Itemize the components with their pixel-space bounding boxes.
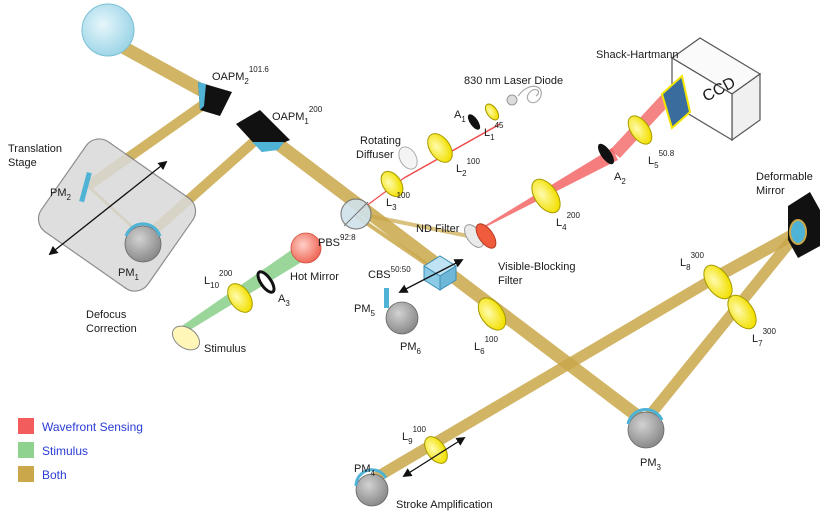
pm2-mirror-icon: [79, 171, 92, 203]
a3-aperture-icon: [256, 270, 276, 294]
legend-swatch-wavefront: [18, 418, 34, 434]
label-filter: Filter: [498, 275, 523, 287]
label-translation: Translation: [8, 143, 62, 155]
label-diffuser: Diffuser: [356, 149, 394, 161]
cbs-translation-arrow: [398, 259, 464, 293]
label-a1: A1: [454, 109, 466, 124]
label-l5: L550.8: [648, 149, 675, 170]
pm6-mirror-icon: [385, 301, 419, 335]
translation-arrow: [48, 160, 168, 256]
legend: Wavefront Sensing Stimulus Both: [18, 418, 143, 482]
pm4-mirror-icon: [355, 473, 389, 507]
deformable-mirror-icon: [788, 192, 820, 258]
oapm2-mirror-icon: [198, 82, 232, 116]
label-laser-diode: 830 nm Laser Diode: [464, 75, 563, 87]
legend-label-both: Both: [42, 468, 67, 482]
label-a2: A2: [614, 171, 626, 186]
label-a3: A3: [278, 293, 290, 308]
label-l3: L3100: [386, 191, 410, 212]
label-stage: Stage: [8, 157, 37, 169]
shack-hartmann-camera: [660, 37, 762, 142]
rotating-diffuser-icon: [398, 146, 418, 170]
label-defocus: Defocus: [86, 309, 127, 321]
label-stimulus: Stimulus: [204, 343, 247, 355]
lenslet-array-icon: [660, 74, 692, 130]
visible-blocking-filter-icon: [475, 223, 497, 249]
label-stroke-amplification: Stroke Amplification: [396, 499, 493, 511]
label-l7: L7300: [752, 327, 776, 348]
label-l6: L6100: [474, 335, 498, 356]
l2-lens-icon: [427, 133, 453, 163]
label-mirror: Mirror: [756, 185, 785, 197]
legend-label-wavefront: Wavefront Sensing: [42, 420, 143, 434]
label-pbs: PBS92:8: [318, 233, 356, 249]
label-pm4: PM4: [354, 463, 376, 478]
l1-lens-icon: [484, 103, 500, 121]
l4-lens-icon: [531, 178, 561, 214]
l7-lens-icon: [727, 294, 757, 330]
legend-label-stimulus: Stimulus: [42, 444, 88, 458]
label-l1: L145: [484, 121, 504, 142]
label-oapm1: OAPM1200: [272, 105, 323, 126]
label-rotating: Rotating: [360, 135, 401, 147]
l5-lens-icon: [627, 115, 653, 145]
laser-diode-icon: [506, 85, 542, 106]
oapm1-mirror-icon: [236, 110, 290, 152]
pm5-mirror-icon: [384, 288, 389, 308]
label-nd-filter: ND Filter: [416, 223, 460, 235]
legend-swatch-both: [18, 466, 34, 482]
translation-stage[interactable]: [32, 133, 202, 298]
hot-mirror-icon: [290, 232, 322, 264]
label-pm5: PM5: [354, 303, 376, 318]
label-deformable: Deformable: [756, 171, 813, 183]
label-l8: L8300: [680, 251, 704, 272]
eye-icon: [81, 3, 135, 57]
l3-lens-icon: [380, 170, 404, 198]
label-correction: Correction: [86, 323, 137, 335]
stroke-amplification-arrow: [402, 437, 466, 477]
label-l10: L10200: [204, 269, 233, 290]
label-l9: L9100: [402, 425, 426, 446]
a1-aperture-icon: [467, 114, 481, 130]
pm1-mirror-icon: [124, 225, 162, 263]
label-pm6: PM6: [400, 341, 422, 356]
label-pm1: PM1: [118, 267, 140, 282]
label-pm2: PM2: [50, 187, 72, 202]
label-l2: L2100: [456, 157, 480, 178]
a2-aperture-icon: [597, 143, 615, 165]
label-hot-mirror: Hot Mirror: [290, 271, 339, 283]
label-shack-hartmann: Shack-Hartmann: [596, 49, 679, 61]
label-l4: L4200: [556, 211, 580, 232]
l6-lens-icon: [477, 297, 507, 331]
l10-lens-icon: [227, 283, 253, 313]
legend-swatch-stimulus: [18, 442, 34, 458]
label-pm3: PM3: [640, 457, 662, 472]
label-cbs: CBS50:50: [368, 265, 411, 281]
l8-lens-icon: [703, 264, 733, 300]
label-visible-blocking: Visible-Blocking: [498, 261, 575, 273]
pm3-mirror-icon: [627, 411, 665, 449]
label-oapm2: OAPM2101.6: [212, 65, 269, 86]
stimulus-display-icon: [171, 325, 201, 351]
